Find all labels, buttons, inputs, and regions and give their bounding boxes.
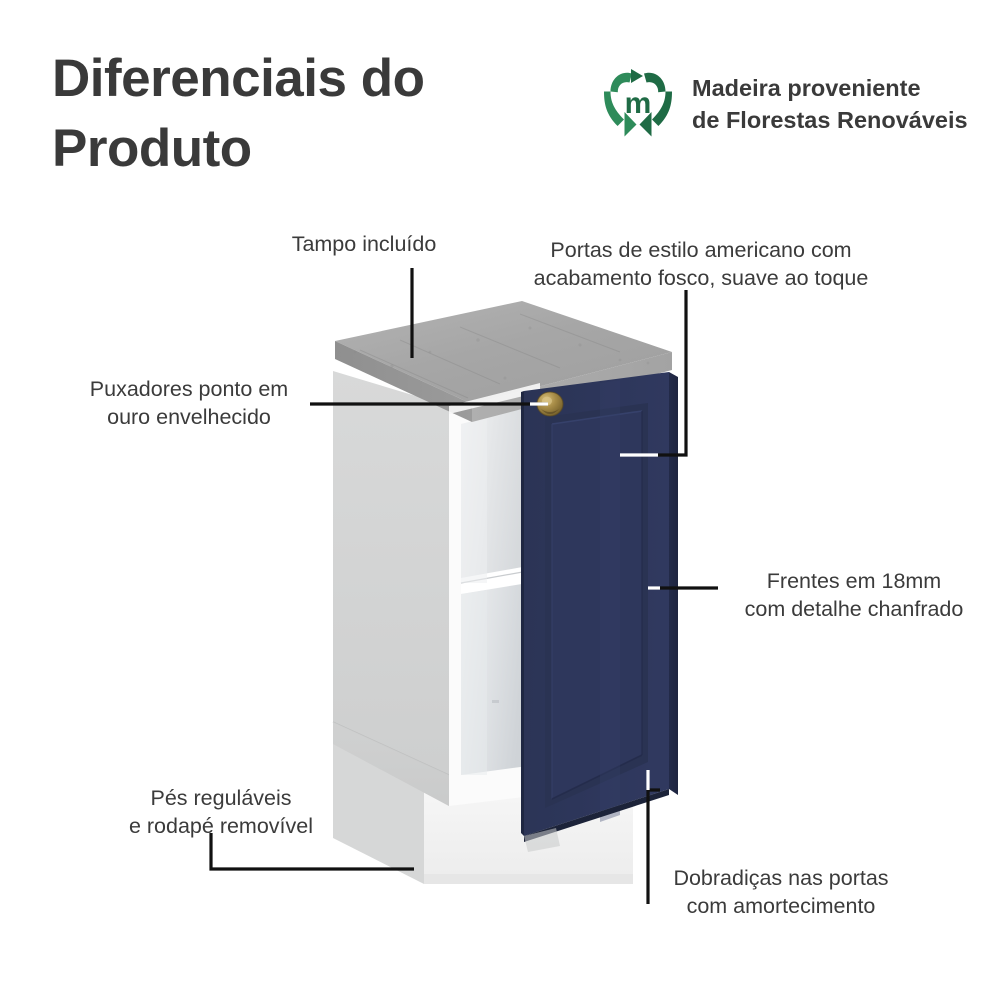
- navy-door: [521, 372, 678, 842]
- callout-tampo: Tampo incluído: [291, 232, 437, 256]
- callout-dobradicas: Dobradiças nas portas com amortecimento: [673, 866, 889, 919]
- callout-portas: Portas de estilo americano com acabament…: [533, 238, 869, 291]
- door-recessed-panel: [545, 403, 648, 808]
- open-interior: [460, 407, 529, 775]
- recycle-heart-logo-icon: m: [598, 66, 678, 144]
- header: Diferenciais do Produto: [0, 0, 1000, 190]
- eco-badge-label: Madeira proveniente de Florestas Renováv…: [692, 75, 968, 133]
- page-title: Diferenciais do Produto: [52, 49, 425, 179]
- eco-badge: m Madeira proveniente de Florestas Renov…: [598, 62, 990, 148]
- callout-pes: Pés reguláveis e rodapé removível: [128, 786, 314, 839]
- left-side-panel: [332, 371, 450, 806]
- gold-knob: [536, 391, 564, 417]
- callout-frentes: Frentes em 18mm com detalhe chanfrado: [744, 569, 964, 622]
- logo-letter-m: m: [625, 87, 652, 120]
- callout-puxadores: Puxadores ponto em ouro envelhecido: [89, 377, 289, 430]
